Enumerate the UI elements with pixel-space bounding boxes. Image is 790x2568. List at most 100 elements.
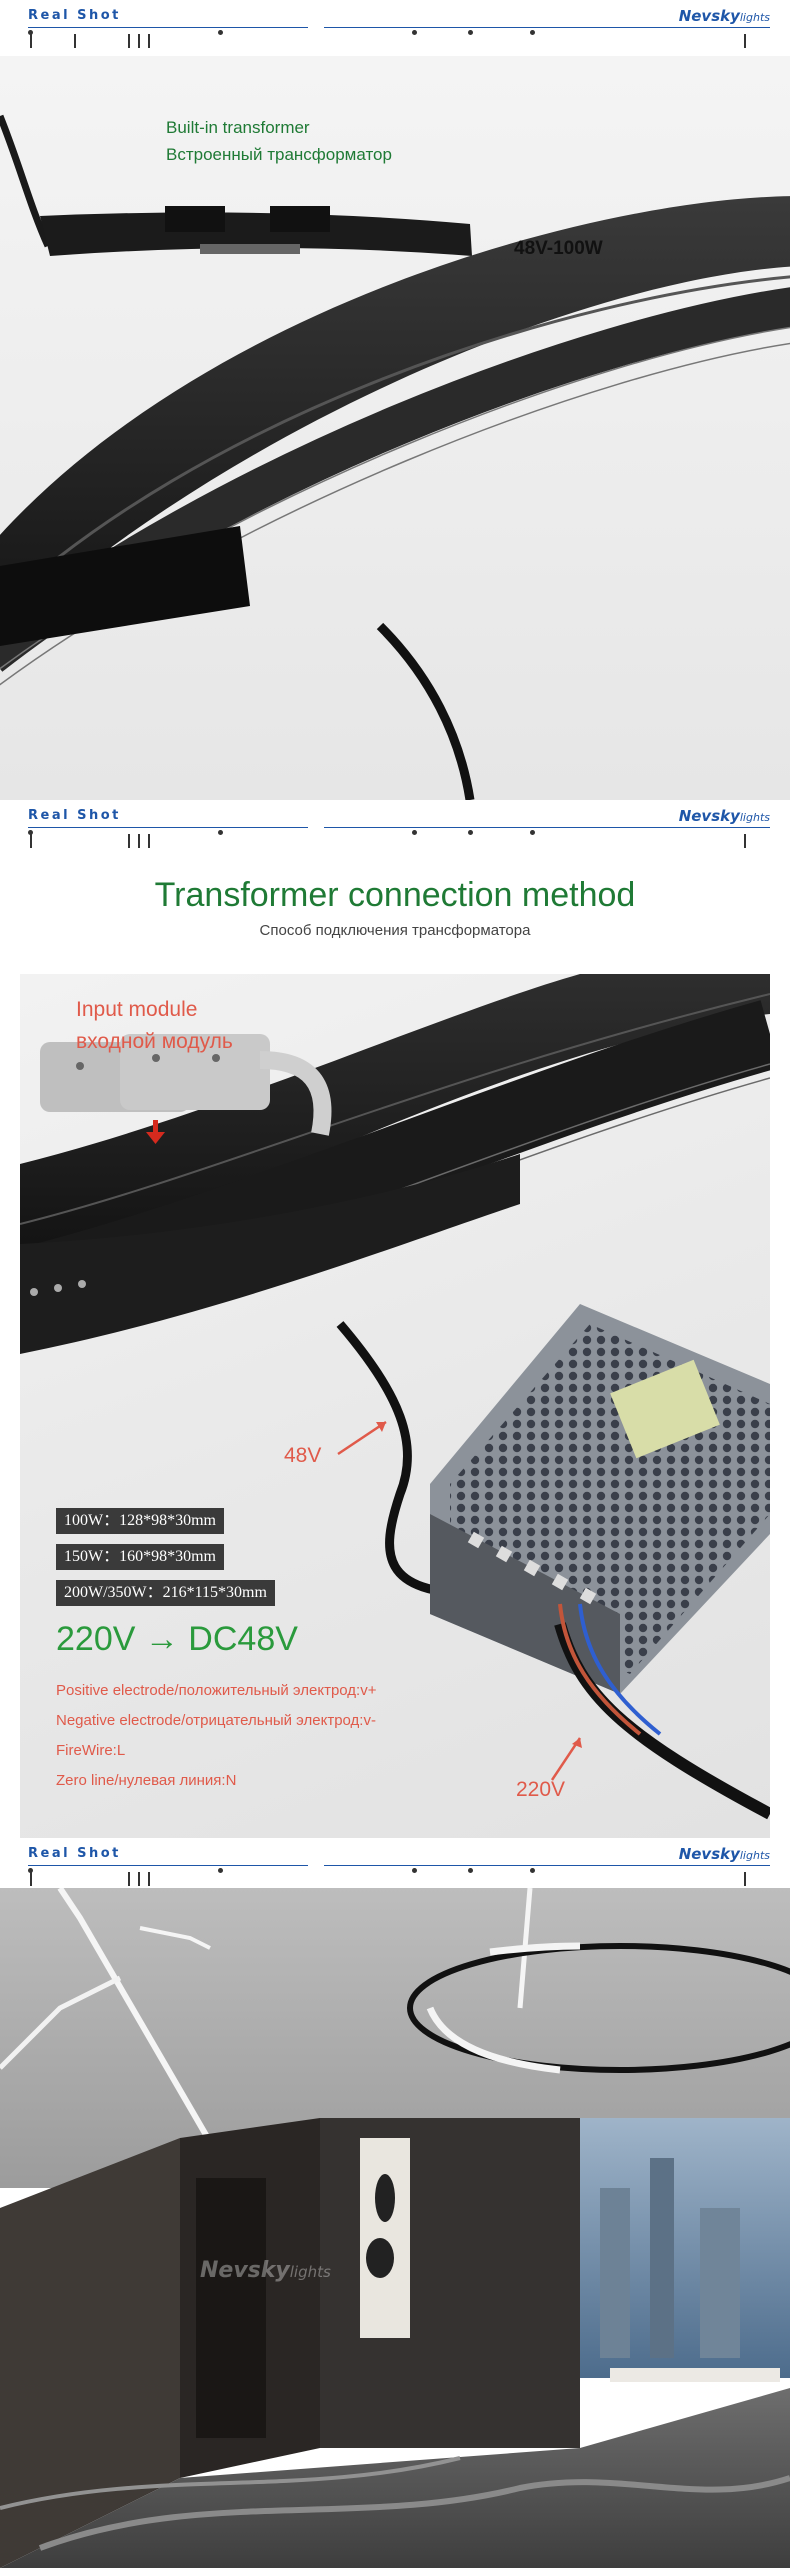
dc-cable bbox=[336, 1321, 481, 1599]
marker-tick bbox=[148, 834, 150, 848]
divider-line bbox=[324, 1865, 770, 1866]
size-spec-100w: 100W：128*98*30mm bbox=[56, 1508, 224, 1534]
voltage-conversion-label: 220V → DC48V bbox=[56, 1620, 298, 1658]
real-shot-label: Real Shot bbox=[28, 1846, 121, 1861]
module-cable bbox=[259, 1051, 332, 1136]
marker-tick bbox=[128, 834, 130, 848]
marker-tick bbox=[744, 834, 746, 848]
marker-tick bbox=[128, 1872, 130, 1886]
input-module-body bbox=[120, 1034, 270, 1110]
power-range-label: 48V-100W bbox=[514, 238, 603, 259]
built-in-transformer-label-ru: Встроенный трансформатор bbox=[166, 145, 392, 164]
marker-tick bbox=[148, 34, 150, 48]
marker-dot bbox=[28, 1868, 33, 1873]
ring-lower-band bbox=[20, 1154, 520, 1354]
arrow-48v-icon bbox=[337, 1420, 387, 1456]
ring-light-glow bbox=[426, 2006, 561, 2074]
wiring-fire: FireWire:L bbox=[56, 1742, 126, 1759]
marker-tick bbox=[138, 834, 140, 848]
size-spec-150w: 150W：160*98*30mm bbox=[56, 1544, 224, 1570]
interior-installation-photo: Nevskylights bbox=[0, 1888, 790, 2568]
mount-hole bbox=[54, 1284, 62, 1292]
marker-tick bbox=[138, 1872, 140, 1886]
wiring-negative: Negative electrode/отрицательный электро… bbox=[56, 1712, 376, 1729]
arrow-48v-icon bbox=[376, 1422, 386, 1432]
marker-dot bbox=[468, 30, 473, 35]
marker-tick bbox=[128, 34, 130, 48]
track-ring-illustration bbox=[0, 114, 790, 800]
input-module-label-en: Input module bbox=[76, 998, 198, 1021]
terminal-screw bbox=[579, 1587, 597, 1605]
wall-art-shape bbox=[375, 2174, 395, 2222]
marker-tick bbox=[138, 34, 140, 48]
transformer-clip bbox=[165, 206, 225, 232]
city-building bbox=[650, 2158, 674, 2358]
transformer-bar bbox=[40, 212, 472, 256]
marker-dot bbox=[28, 830, 33, 835]
divider-line bbox=[28, 27, 308, 28]
marker-dot bbox=[412, 830, 417, 835]
back-wall bbox=[320, 2118, 580, 2448]
divider-line bbox=[324, 27, 770, 28]
terminal-screw bbox=[551, 1573, 569, 1591]
transformer-clip bbox=[270, 206, 330, 232]
city-building bbox=[700, 2208, 740, 2358]
marker-tick bbox=[30, 1872, 32, 1886]
module-screw bbox=[212, 1054, 220, 1062]
connection-method-subtitle: Способ подключения трансформатора bbox=[259, 922, 531, 939]
marker-dot bbox=[468, 1868, 473, 1873]
track-ring bbox=[0, 196, 790, 638]
marker-dot bbox=[412, 1868, 417, 1873]
brand-watermark: Nevskylights bbox=[200, 2258, 331, 2283]
blue-wire bbox=[578, 1603, 662, 1736]
marker-tick bbox=[30, 834, 32, 848]
marker-tick bbox=[30, 34, 32, 48]
built-in-transformer-label-en: Built-in transformer bbox=[166, 118, 310, 137]
built-in-transformer-photo: Built-in transformer Встроенный трансфор… bbox=[0, 56, 790, 800]
wiring-zero: Zero line/нулевая линия:N bbox=[56, 1772, 237, 1789]
wall-art bbox=[360, 2138, 410, 2338]
header-strip-2: Real Shot Nevskylights bbox=[0, 800, 790, 856]
marker-dot bbox=[530, 30, 535, 35]
connector-block bbox=[0, 526, 250, 646]
marker-tick bbox=[744, 1872, 746, 1886]
connection-diagram-photo: Input module входной модуль 48V 220V 100… bbox=[20, 974, 770, 1840]
marker-dot bbox=[218, 1868, 223, 1873]
marker-dot bbox=[530, 1868, 535, 1873]
ring-ridge bbox=[20, 993, 770, 1225]
arrow-220v-icon bbox=[572, 1738, 582, 1748]
down-arrow-icon bbox=[153, 1120, 158, 1132]
marker-dot bbox=[530, 830, 535, 835]
linear-light-strip bbox=[139, 1926, 211, 1950]
divider-line bbox=[28, 827, 308, 828]
brand-logo: Nevskylights bbox=[678, 1845, 770, 1863]
power-cable bbox=[0, 114, 52, 248]
header-strip-1: Real Shot Nevskylights bbox=[0, 0, 790, 56]
divider-line bbox=[28, 1865, 308, 1866]
real-shot-label: Real Shot bbox=[28, 8, 121, 23]
city-building bbox=[600, 2188, 630, 2358]
carpet-floor bbox=[0, 2388, 790, 2568]
connection-illustration bbox=[20, 974, 770, 1820]
marker-dot bbox=[468, 830, 473, 835]
brand-logo: Nevskylights bbox=[678, 7, 770, 25]
marker-tick bbox=[744, 34, 746, 48]
red-wire bbox=[558, 1603, 642, 1736]
marker-tick bbox=[148, 1872, 150, 1886]
divider-line bbox=[324, 827, 770, 828]
linear-light-strip bbox=[57, 1888, 263, 2230]
transformer-label-plate bbox=[200, 244, 300, 254]
ring-light-glow bbox=[489, 1942, 581, 1956]
wiring-positive: Positive electrode/положительный электро… bbox=[56, 1682, 377, 1699]
marker-tick bbox=[74, 34, 76, 48]
header-strip-3: Real Shot Nevskylights bbox=[0, 1838, 790, 1888]
input-module-label-ru: входной модуль bbox=[76, 1030, 233, 1053]
doorway bbox=[196, 2178, 266, 2438]
terminal-screw bbox=[495, 1545, 513, 1563]
module-screw bbox=[152, 1054, 160, 1062]
terminal-screw bbox=[467, 1531, 485, 1549]
marker-dot bbox=[218, 30, 223, 35]
mount-hole bbox=[78, 1280, 86, 1288]
module-screw bbox=[76, 1062, 84, 1070]
terminal-screw bbox=[523, 1559, 541, 1577]
